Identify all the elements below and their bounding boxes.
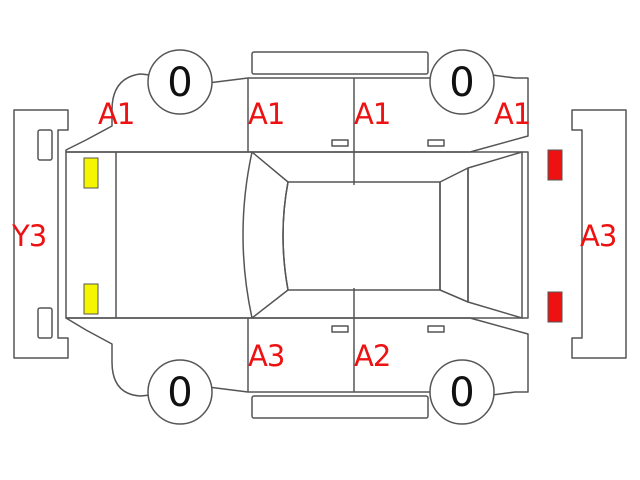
tire-value-rear-right: 0 bbox=[449, 370, 474, 416]
front-light-bottom bbox=[83, 283, 99, 315]
label-front-left-fender: A1 bbox=[98, 97, 135, 131]
tire-value-front-right: 0 bbox=[167, 370, 192, 416]
windshield bbox=[242, 151, 289, 319]
front-light-top bbox=[83, 157, 99, 189]
label-rear-left-quarter: A1 bbox=[494, 97, 531, 131]
wheel-arch-rear-left bbox=[429, 49, 495, 115]
wheel-arch-front-left bbox=[147, 49, 213, 115]
rear-light-top bbox=[547, 149, 563, 181]
tire-value-rear-left: 0 bbox=[449, 60, 474, 106]
tire-value-front-left: 0 bbox=[167, 60, 192, 106]
label-rear-right-door: A2 bbox=[354, 339, 391, 373]
roof bbox=[282, 181, 441, 291]
front-bumper-shape bbox=[13, 109, 69, 359]
handle-left-front bbox=[331, 139, 349, 147]
label-front-right-door: A3 bbox=[248, 339, 285, 373]
trunk-outline bbox=[467, 151, 523, 319]
handle-left-rear bbox=[427, 139, 445, 147]
rear-window bbox=[439, 167, 469, 303]
wheel-arch-rear-right bbox=[429, 359, 495, 425]
label-rear-bumper: A3 bbox=[580, 219, 617, 253]
left-roof-strip bbox=[251, 51, 429, 75]
rear-bumper-shape bbox=[571, 109, 627, 359]
right-side-profile bbox=[65, 317, 529, 400]
handle-right-rear bbox=[427, 325, 445, 333]
label-front-left-door: A1 bbox=[248, 97, 285, 131]
front-bumper-detail-top bbox=[37, 129, 53, 161]
right-roof-strip bbox=[251, 395, 429, 419]
handle-right-front bbox=[331, 325, 349, 333]
label-rear-left-door: A1 bbox=[354, 97, 391, 131]
rear-light-bottom bbox=[547, 291, 563, 323]
body-top-outline bbox=[65, 151, 529, 319]
wheel-arch-front-right bbox=[147, 359, 213, 425]
label-front-bumper: Y3 bbox=[12, 219, 47, 253]
front-bumper-detail-bottom bbox=[37, 307, 53, 339]
